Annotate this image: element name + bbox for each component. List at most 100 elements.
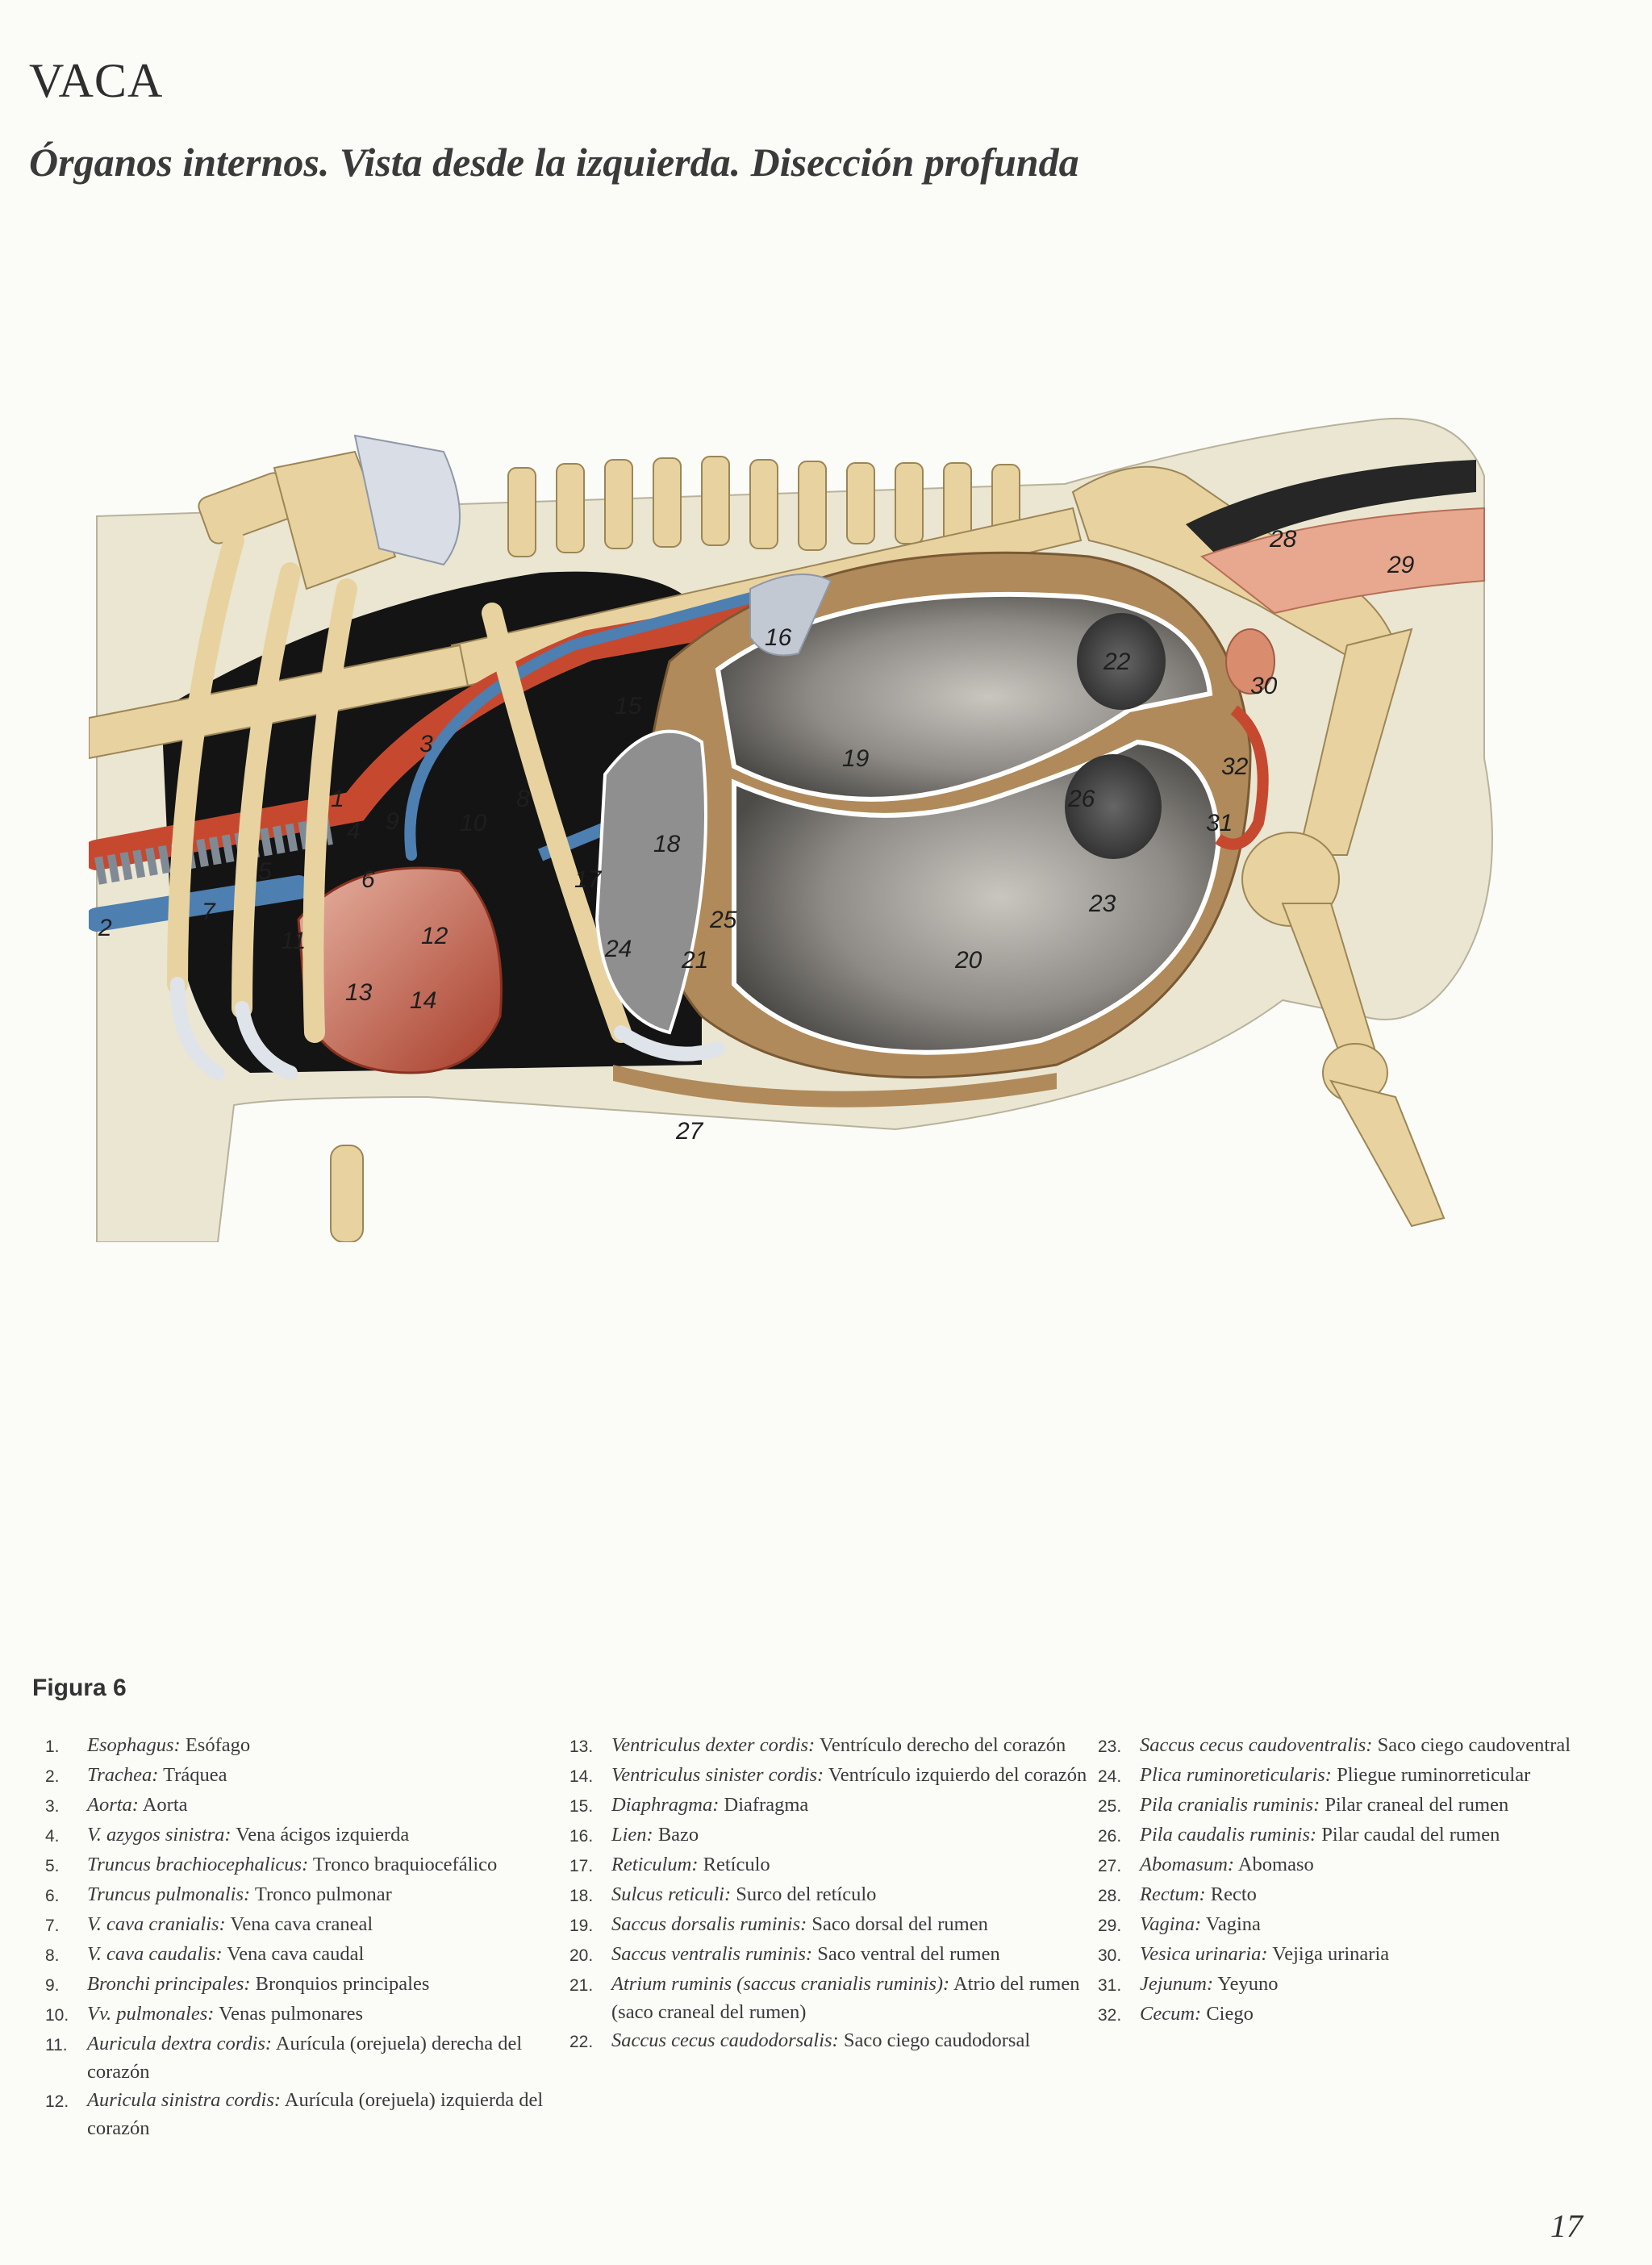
spleen <box>749 574 832 657</box>
jejunum <box>1215 705 1269 850</box>
legend-item: 23.Saccus cecus caudoventralis: Saco cie… <box>1098 1731 1582 1761</box>
figure-label-3: 3 <box>419 731 433 757</box>
legend-item-latin: Atrium ruminis (saccus cranialis ruminis… <box>611 1973 950 1995</box>
legend-item-spanish: Recto <box>1205 1883 1257 1905</box>
anatomical-illustration: 1 2 3 4 5 6 7 8 9 10 11 12 13 14 15 16 1… <box>89 403 1565 1242</box>
legend-item-spanish: Esófago <box>180 1734 251 1756</box>
legend-item-text: Truncus pulmonalis: Tronco pulmonar <box>87 1880 561 1910</box>
figure-label-10: 10 <box>460 810 487 836</box>
legend-item-text: Ventriculus sinister cordis: Ventrículo … <box>611 1761 1098 1791</box>
legend-item-latin: Saccus cecus caudodorsalis: <box>611 2029 839 2051</box>
legend-item-text: Vesica urinaria: Vejiga urinaria <box>1140 1940 1582 1970</box>
legend-item: 8. V. cava caudalis: Vena cava caudal <box>45 1940 561 1970</box>
legend-item-latin: Auricula dextra cordis: <box>87 2033 273 2054</box>
figure-label-20: 20 <box>954 947 982 974</box>
figure-label-28: 28 <box>1269 526 1297 553</box>
legend-item: 18.Sulcus reticuli: Surco del retículo <box>569 1880 1098 1910</box>
legend-item-text: Plica ruminoreticularis: Pliegue ruminor… <box>1140 1761 1582 1791</box>
legend-item-spanish: Atrio del rumen (saco craneal del rumen) <box>611 1973 1080 2023</box>
legend-item-latin: Lien: <box>611 1824 653 1846</box>
legend-item-number: 24. <box>1098 1767 1122 1786</box>
legend-item-spanish: Ventrículo derecho del corazón <box>815 1734 1066 1756</box>
legend-item: 7.V. cava cranialis: Vena cava craneal <box>45 1910 561 1940</box>
legend-item-text: Esophagus: Esófago <box>87 1731 561 1761</box>
legend-item-spanish: Abomaso <box>1234 1854 1314 1875</box>
figure-label-5: 5 <box>258 858 272 885</box>
legend-item: 31. Jejunum: Yeyuno <box>1098 1970 1582 2000</box>
legend-item: 28.Rectum: Recto <box>1098 1880 1582 1910</box>
abomasum <box>613 1065 1057 1107</box>
legend-item-number: 12. <box>45 2092 69 2111</box>
figure-labels: 1 2 3 4 5 6 7 8 9 10 11 12 13 14 15 16 1… <box>98 526 1415 1145</box>
legend-item-spanish: Diafragma <box>719 1794 809 1816</box>
legend-item: 16. Lien: Bazo <box>569 1821 1098 1850</box>
legend-item-number: 4. <box>45 1827 60 1846</box>
legend-item-spanish: Vagina <box>1201 1913 1261 1935</box>
figure-label-23: 23 <box>1088 891 1116 917</box>
legend-item-text: Reticulum: Retículo <box>611 1850 1098 1880</box>
legend-item-text: V. cava cranialis: Vena cava craneal <box>87 1910 561 1940</box>
legend-item-spanish: Vena cava craneal <box>225 1913 373 1935</box>
legend-item-spanish: Tráquea <box>158 1764 227 1786</box>
legend-item-number: 15. <box>569 1797 594 1816</box>
legend-item-spanish: Ciego <box>1201 2003 1254 2025</box>
legend-item-latin: V. cava caudalis: <box>87 1943 223 1965</box>
legend-item-number: 18. <box>569 1887 594 1905</box>
legend-item-spanish: Tronco pulmonar <box>250 1883 392 1905</box>
legend-item: 14. Ventriculus sinister cordis: Ventrícu… <box>569 1761 1098 1791</box>
legend-item-spanish: Aurícula (orejuela) de­recha del corazón <box>87 2033 523 2083</box>
legend-item-number: 14. <box>569 1767 594 1786</box>
legend-item-number: 8. <box>45 1946 60 1965</box>
legend-item: 30.Vesica urinaria: Vejiga urinaria <box>1098 1940 1582 1970</box>
figure-label-13: 13 <box>345 979 373 1006</box>
legend-item: 6.Truncus pulmonalis: Tronco pulmonar <box>45 1880 561 1910</box>
figure-label-1: 1 <box>331 786 344 812</box>
legend-item-spanish: Saco ventral del ru­men <box>812 1943 1000 1965</box>
legend-item-spanish: Pliegue ruminorreticular <box>1331 1764 1531 1786</box>
legend-item: 22.Saccus cecus caudodorsalis: Saco cieg… <box>569 2026 1098 2056</box>
legend-item-number: 5. <box>45 1857 60 1875</box>
legend-item-text: Vv. pulmonales: Venas pulmonares <box>87 2000 561 2029</box>
legend-item-latin: Plica ruminoreticularis: <box>1140 1764 1332 1786</box>
legend-item-text: Auricula dextra cordis: Aurícula (orejue… <box>87 2029 561 2086</box>
legend-item: 10.Vv. pulmonales: Venas pulmonares <box>45 2000 561 2029</box>
legend-item-number: 29. <box>1098 1917 1122 1935</box>
legend-item-spanish: Venas pulmonares <box>214 2003 364 2025</box>
legend-item-number: 26. <box>1098 1827 1122 1846</box>
legend-item: 25.Pila cranialis ruminis: Pilar craneal… <box>1098 1791 1582 1821</box>
legend-item-text: V. cava caudalis: Vena cava caudal <box>87 1940 561 1970</box>
legend-item-spanish: Aorta <box>138 1794 188 1816</box>
legend-item-spanish: Aurícula (orejuela) iz­quierda del coraz… <box>87 2089 544 2139</box>
legend-item-text: Atrium ruminis (saccus cranialis ruminis… <box>611 1970 1098 2026</box>
legend-item-number: 27. <box>1098 1857 1122 1875</box>
legend-item-latin: Saccus cecus caudoventralis: <box>1140 1734 1373 1756</box>
legend-item-text: Jejunum: Yeyuno <box>1140 1970 1582 2000</box>
legend-item-latin: Abomasum: <box>1140 1854 1235 1875</box>
legend-item-number: 3. <box>45 1797 60 1816</box>
legend-item-latin: Saccus ventralis ruminis: <box>611 1943 813 1965</box>
legend-item-spanish: Ventrículo izquier­do del corazón <box>824 1764 1087 1786</box>
legend-item: 29.Vagina: Vagina <box>1098 1910 1582 1940</box>
legend-item: 24. Plica ruminoreticularis: Pliegue rumi… <box>1098 1761 1582 1791</box>
legend-item-text: V. azygos sinistra: Vena ácigos izquierd… <box>87 1821 561 1850</box>
figure-label-24: 24 <box>604 936 632 962</box>
rectum <box>1186 460 1476 557</box>
legend-item-number: 19. <box>569 1917 594 1935</box>
legend-item-latin: Sulcus reticuli: <box>611 1883 732 1905</box>
pelvis-and-hindlimb <box>1071 465 1446 1228</box>
legend-item-latin: Saccus dorsalis ruminis: <box>611 1913 807 1935</box>
legend-item-text: Ventriculus dexter cordis: Ventrículo de… <box>611 1731 1098 1761</box>
legend-item-spanish: Vena cava caudal <box>222 1943 365 1965</box>
legend-item-text: Lien: Bazo <box>611 1821 1098 1850</box>
legend-item-number: 16. <box>569 1827 594 1846</box>
legend-item-number: 31. <box>1098 1976 1122 1995</box>
legend-item-spanish: Vejiga urinaria <box>1267 1943 1390 1965</box>
foreleg-bone <box>330 1145 364 1242</box>
legend-item: 9.Bronchi principales: Bronquios princip… <box>45 1970 561 2000</box>
figure-label-12: 12 <box>421 923 448 949</box>
legend-item-text: Bronchi principales: Bronquios principal… <box>87 1970 561 2000</box>
figure-label-22: 22 <box>1103 649 1131 675</box>
legend-item-text: Auricula sinistra cordis: Aurícula (orej… <box>87 2086 561 2142</box>
